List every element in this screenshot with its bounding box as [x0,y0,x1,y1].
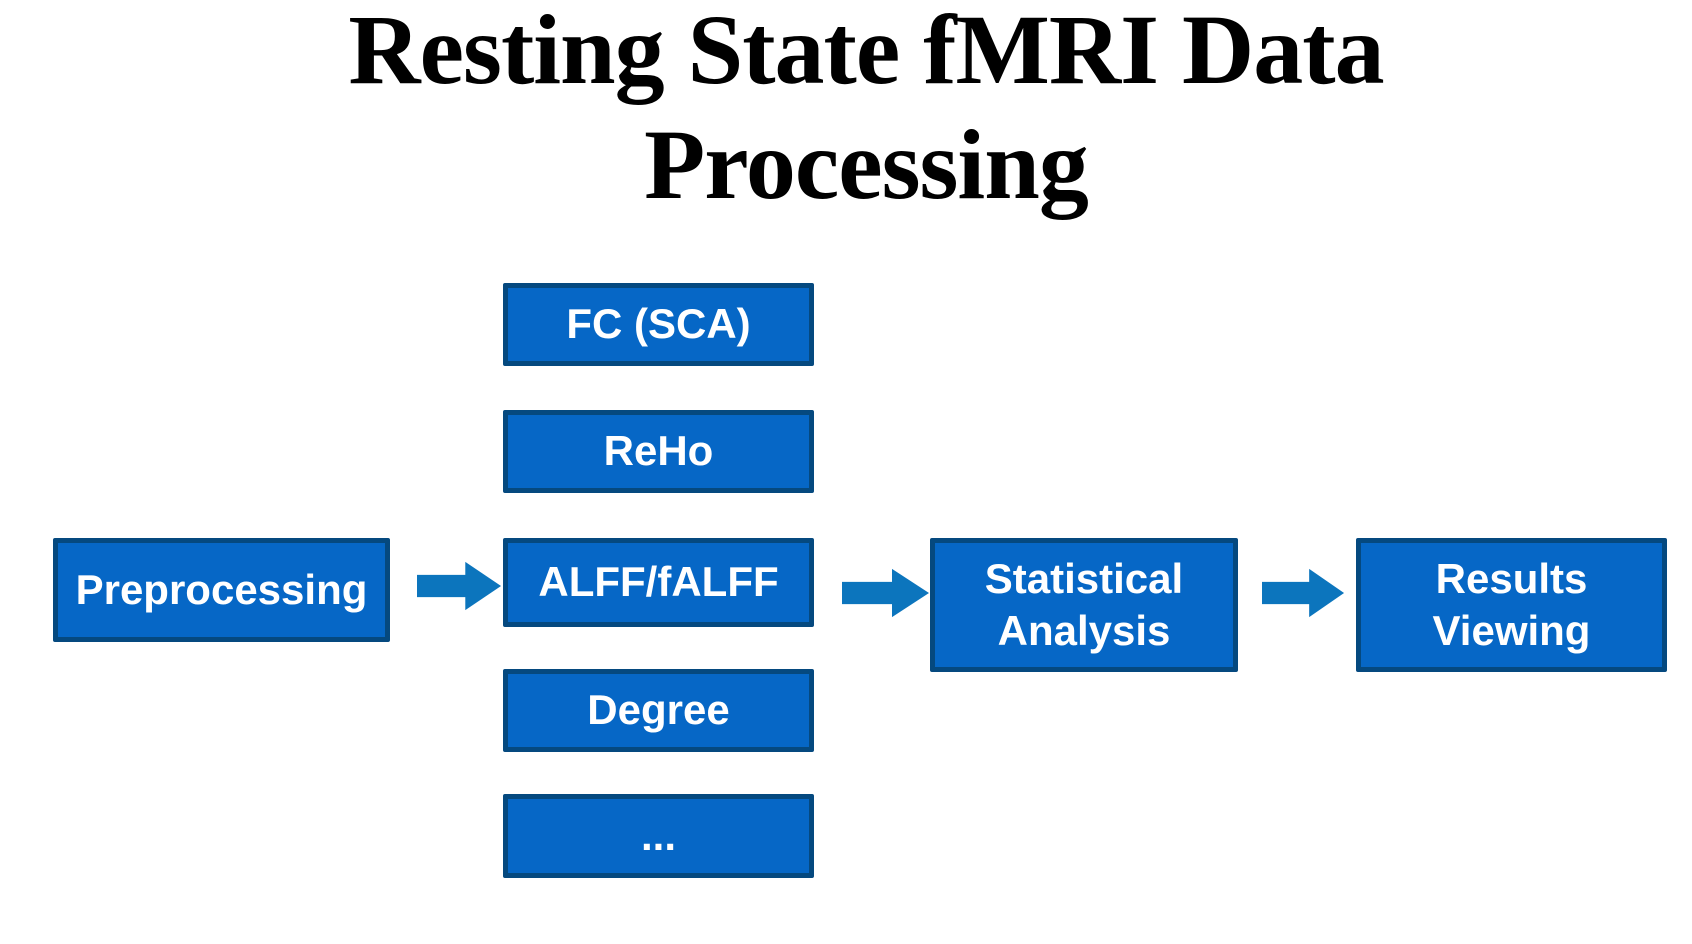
node-alff-falff-label: ALFF/fALFF [538,558,779,606]
flow-arrow-icon [842,567,930,619]
node-statistical-analysis-label: Statistical Analysis [984,554,1184,654]
flow-arrow-icon [417,560,502,612]
node-results-viewing: Results Viewing [1356,538,1667,672]
node-statistical-analysis: Statistical Analysis [930,538,1238,672]
node-reho: ReHo [503,410,814,493]
node-alff-falff: ALFF/fALFF [503,538,814,627]
slide-title: Resting State fMRI Data Processing [348,0,1384,220]
node-preprocessing: Preprocessing [53,538,390,642]
node-more: ... [503,794,814,878]
node-more-label: ... [640,811,676,859]
node-fc-sca: FC (SCA) [503,283,814,366]
node-reho-label: ReHo [603,427,714,475]
node-degree: Degree [503,669,814,752]
node-degree-label: Degree [587,686,730,734]
node-preprocessing-label: Preprocessing [75,565,368,613]
flow-arrow-icon [1262,567,1345,619]
node-results-viewing-label: Results Viewing [1432,554,1591,654]
node-fc-sca-label: FC (SCA) [566,300,751,348]
